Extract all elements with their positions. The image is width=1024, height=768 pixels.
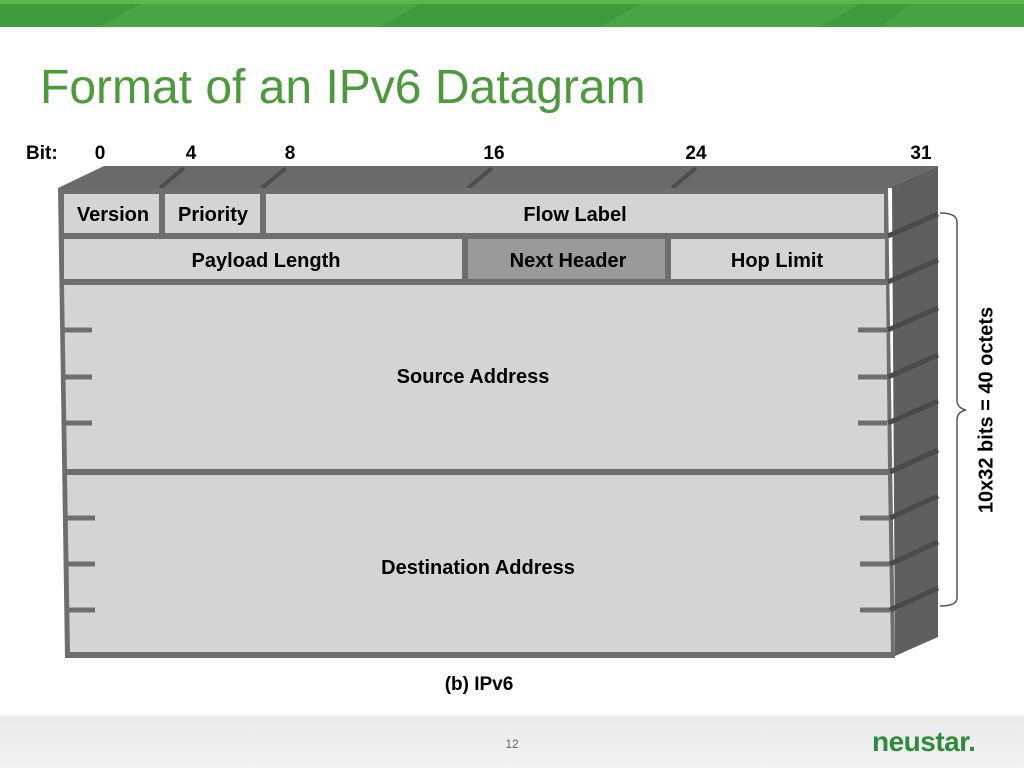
bit-label: Bit: — [26, 143, 58, 164]
field-destination-address — [67, 475, 891, 652]
footer-shadow — [0, 712, 1024, 718]
field-source-address — [64, 285, 888, 469]
field-label-hop-limit: Hop Limit — [731, 250, 824, 272]
field-label-destination-address: Destination Address — [381, 557, 575, 579]
field-label-priority: Priority — [178, 204, 249, 226]
field-payload-length — [64, 239, 462, 279]
field-priority — [165, 194, 260, 233]
field-label-source-address: Source Address — [397, 366, 550, 388]
field-label-payload-length: Payload Length — [192, 250, 341, 272]
bit-tick-31: 31 — [910, 143, 932, 164]
address-word-ticks — [64, 327, 890, 613]
bit-tick-8: 8 — [284, 143, 296, 164]
page-number: 12 — [505, 737, 519, 751]
size-brace — [939, 212, 967, 607]
neustar-logo: neustar. — [872, 726, 976, 758]
diagram-caption: (b) IPv6 — [444, 674, 514, 695]
side-face-word-lines — [886, 211, 940, 613]
frame-top-face — [58, 166, 938, 188]
field-hop-limit — [671, 239, 885, 279]
field-next-header — [468, 239, 665, 279]
bit-tick-0: 0 — [94, 143, 106, 164]
field-label-flow-label: Flow Label — [523, 204, 626, 226]
top-face-notches — [158, 166, 698, 190]
bit-tick-4: 4 — [185, 143, 197, 164]
footer — [0, 716, 1024, 768]
field-version — [64, 194, 159, 233]
bit-tick-16: 16 — [483, 143, 505, 164]
field-flow-label — [266, 194, 884, 233]
header-size-label: 10x32 bits = 40 octets — [975, 306, 998, 514]
logo-dot: . — [968, 726, 976, 757]
field-label-next-header: Next Header — [510, 250, 627, 272]
slide-title: Format of an IPv6 Datagram — [40, 61, 646, 114]
logo-text: neustar — [872, 726, 969, 757]
field-label-version: Version — [77, 204, 149, 226]
top-banner — [0, 0, 1024, 27]
bit-tick-24: 24 — [685, 143, 707, 164]
